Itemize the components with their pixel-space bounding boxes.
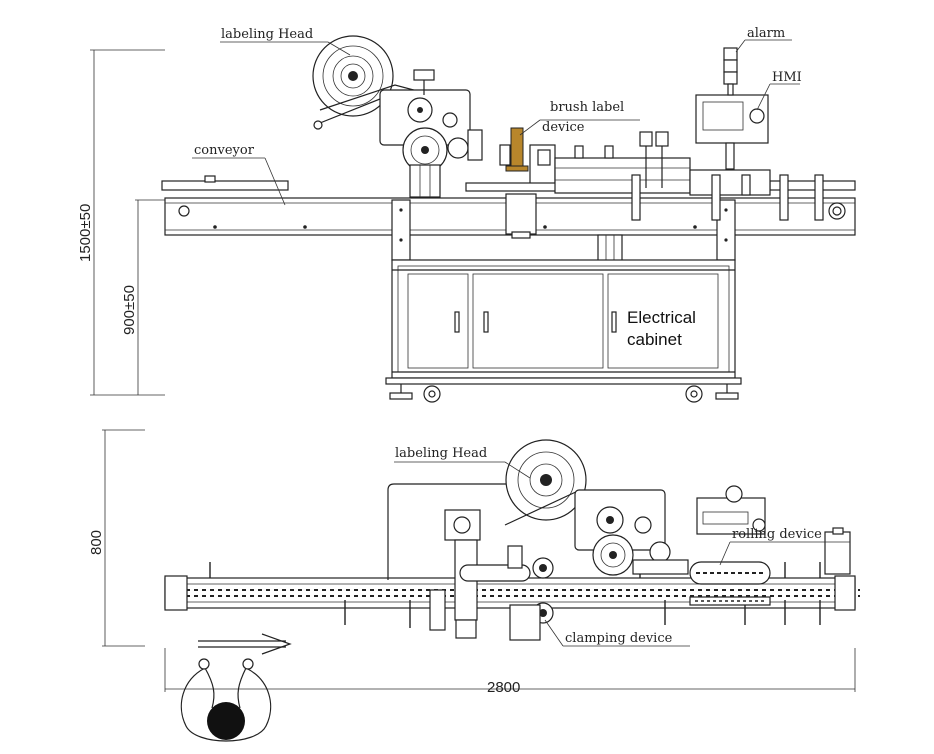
dimension-height-conveyor: 900±50 [121,199,165,395]
front-view: 1500±50 900±50 [77,26,856,403]
brush-label-device-label-line1: brush label [550,100,624,115]
cabinet-frame [391,259,736,379]
alarm-label: alarm [747,26,785,41]
labeling-head-front [312,35,483,198]
conveyor-label: conveyor [194,143,255,158]
hmi-panel [695,94,769,170]
dimension-width: 800 [88,429,145,647]
labeling-head-top-label: labeling Head [221,27,313,42]
operator-figure-icon [180,658,272,742]
brush-label-device [499,127,556,186]
brush-label-device-label-line2: device [542,120,585,135]
flow-direction-arrow-icon [198,633,292,655]
cabinet-door-middle [472,273,604,369]
conveyor-infeed-plate [161,180,289,191]
dimension-length-label: 2800 [487,679,520,696]
alarm-light [723,47,738,96]
dimension-height-conveyor-label: 900±50 [121,285,138,335]
dimension-height-total-label: 1500±50 [77,204,94,262]
electrical-cabinet-label-line2: cabinet [627,330,682,349]
rolling-device-label: rolling device [732,527,822,542]
dimension-height-total: 1500±50 [77,49,165,396]
cabinet-door-left [407,273,469,369]
clamping-device-label: clamping device [565,631,673,646]
electrical-cabinet-label-line1: Electrical [627,308,696,327]
top-view: 800 [88,429,860,742]
labeling-head-top-view [504,439,689,576]
dimension-width-label: 800 [88,530,105,555]
hmi-label: HMI [772,70,802,85]
cabinet-door-right [607,273,719,369]
dimension-length: 2800 [164,648,856,696]
labeling-head-bottom-label: labeling Head [395,446,487,461]
conveyor-chain-links [170,589,860,597]
guide-posts [209,562,821,628]
rolling-device [689,485,851,585]
